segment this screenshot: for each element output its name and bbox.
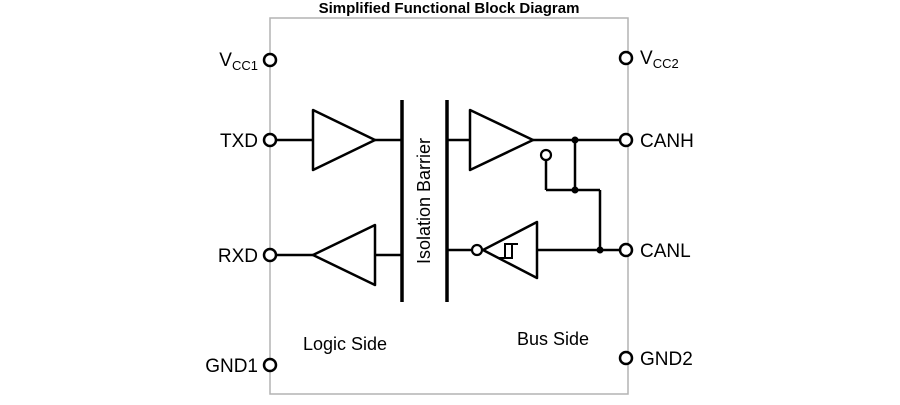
pin-label-vcc2: VCC2 <box>640 48 679 71</box>
diagram-title: Simplified Functional Block Diagram <box>319 0 580 17</box>
can-driver-icon <box>468 108 535 172</box>
junction-dot-canl <box>596 246 604 254</box>
pin-label-gnd2: GND2 <box>640 349 693 370</box>
rxd-buffer-icon <box>311 223 377 287</box>
pin-label-txd: TXD <box>220 131 258 152</box>
pin-circle-rxd <box>262 247 278 263</box>
pin-label-gnd1: GND1 <box>205 356 258 377</box>
pin-label-canl: CANL <box>640 241 691 262</box>
pin-circle-vcc1 <box>262 52 278 68</box>
pin-label-canh: CANH <box>640 131 694 152</box>
hysteresis-icon <box>499 243 518 259</box>
can-receiver-icon <box>481 220 539 280</box>
isolation-barrier-label: Isolation Barrier <box>414 138 434 264</box>
pin-circle-gnd2 <box>618 350 634 366</box>
pin-circle-vcc2 <box>618 50 634 66</box>
pin-label-rxd: RXD <box>218 246 258 267</box>
txd-buffer-icon <box>311 108 377 172</box>
junction-dot-canh <box>571 136 579 144</box>
receiver-inverter-bubble-icon <box>470 243 484 257</box>
pin-circle-gnd1 <box>262 357 278 373</box>
bus-side-label: Bus Side <box>517 329 589 349</box>
device-block-outline <box>269 17 629 395</box>
pin-label-vcc1: VCC1 <box>219 50 258 73</box>
logic-side-label: Logic Side <box>303 334 387 354</box>
pin-circle-canl <box>618 242 634 258</box>
pin-circle-canh <box>618 132 634 148</box>
pin-circle-txd <box>262 132 278 148</box>
driver-inverter-bubble-icon <box>539 148 553 162</box>
junction-dot-mid <box>571 186 579 194</box>
